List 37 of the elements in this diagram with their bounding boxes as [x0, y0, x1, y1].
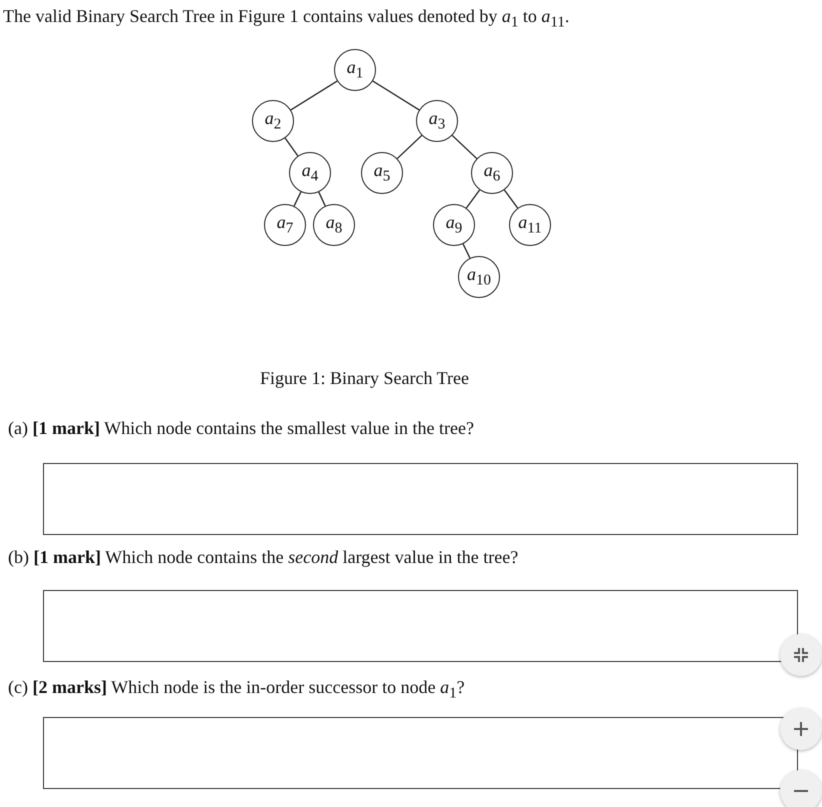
tree-edge — [290, 80, 338, 110]
tree-edge — [372, 80, 420, 110]
tree-node — [264, 204, 306, 246]
tree-node — [416, 100, 458, 142]
tree-node — [471, 152, 513, 194]
node-label: a$_{5}$ — [374, 160, 390, 186]
tree-edge — [466, 190, 480, 208]
tree-edge — [294, 192, 302, 206]
node-label: a$_{8}$ — [326, 212, 342, 238]
node-label: a$_{2}$ — [264, 108, 282, 134]
heading-text: The valid Binary Search Tree in Figure 1 contains values denoted by a$_{1}$ to a$_{11}$. — [3, 6, 570, 32]
tree-edge — [504, 190, 518, 208]
tree-node — [334, 49, 376, 91]
question-text: (b) [1 mark] Which node contains the second largest value in the tree? — [8, 547, 518, 568]
node-label: a$_{7}$ — [276, 212, 294, 238]
tree-edge — [462, 244, 470, 258]
tree-node — [289, 152, 331, 194]
node-label: a$_{9}$ — [446, 212, 462, 238]
tree-node — [458, 256, 500, 298]
node-label: a$_{11}$ — [518, 212, 542, 238]
tree-node — [433, 204, 475, 246]
node-label: a$_{10}$ — [467, 264, 491, 290]
tree-node — [313, 204, 355, 246]
node-label: a$_{1}$ — [346, 57, 364, 83]
tree-edge — [452, 134, 478, 160]
node-label: a$_{6}$ — [484, 160, 500, 186]
tree-node — [509, 204, 551, 246]
question-text: (a) [1 mark] Which node contains the smallest value in the tree? — [8, 418, 474, 439]
tree-node — [361, 152, 403, 194]
figure-caption: Figure 1: Binary Search Tree — [260, 368, 469, 389]
tree-node — [252, 100, 294, 142]
node-label: a$_{3}$ — [428, 108, 446, 134]
question-text: (c) [2 marks] Which node is the in-order successor to node a$_{1}$? — [8, 677, 465, 703]
tree-edge — [396, 134, 422, 160]
tree-edge — [284, 138, 298, 156]
node-label: a$_{4}$ — [302, 160, 318, 186]
tree-edge — [318, 192, 326, 206]
